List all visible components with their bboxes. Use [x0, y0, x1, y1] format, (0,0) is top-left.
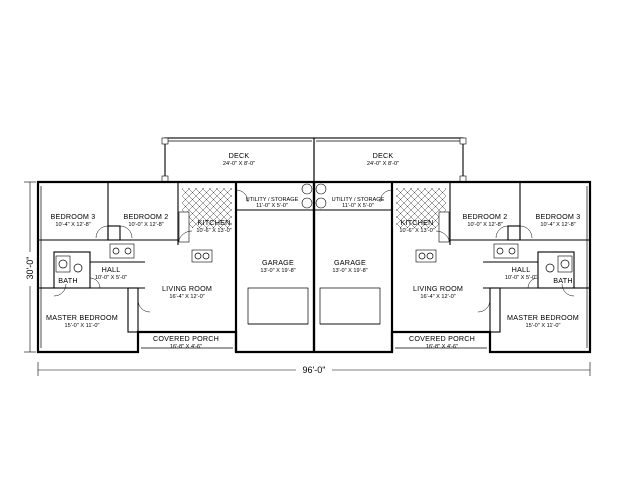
right-living-dim: 16'-4" X 12'-0"	[420, 294, 455, 300]
overall-depth: 30'-0"	[25, 257, 35, 280]
left-garage-name: GARAGE	[262, 258, 294, 267]
right-living-name: LIVING ROOM	[413, 284, 463, 293]
right-utility-name: UTILITY / STORAGE	[332, 197, 385, 203]
left-deck-dim: 24'-0" X 8'-0"	[223, 161, 255, 167]
right-master-name: MASTER BEDROOM	[507, 313, 579, 322]
left-bedroom3-dim: 10'-4" X 12'-8"	[55, 222, 90, 228]
right-porch-dim: 16'-8" X 4'-6"	[426, 344, 458, 350]
right-garage-dim: 13'-0" X 19'-8"	[332, 268, 367, 274]
left-kitchen-name: KITCHEN	[198, 218, 231, 227]
left-master-dim: 15'-0" X 11'-0"	[65, 323, 100, 329]
right-deck-dim: 24'-0" X 8'-0"	[367, 161, 399, 167]
right-bedroom2-name: BEDROOM 2	[463, 212, 508, 221]
left-living-name: LIVING ROOM	[162, 284, 212, 293]
width-dimension: 96'-0"	[37, 362, 591, 376]
depth-dimension: 30'-0"	[24, 181, 36, 353]
left-deck-name: DECK	[229, 151, 250, 160]
left-bath-name: BATH	[58, 276, 77, 285]
left-utility-name: UTILITY / STORAGE	[246, 197, 299, 203]
right-master-dim: 15'-0" X 11'-0"	[526, 323, 561, 329]
right-bedroom3-name: BEDROOM 3	[536, 212, 581, 221]
right-kitchen-dim: 10'-6" X 13'-0"	[399, 228, 434, 234]
right-kitchen-name: KITCHEN	[401, 218, 434, 227]
left-master-name: MASTER BEDROOM	[46, 313, 118, 322]
right-hall-dim: 10'-0" X 5'-0"	[505, 275, 537, 281]
left-bedroom2-name: BEDROOM 2	[124, 212, 169, 221]
left-utility-dim: 11'-0" X 5'-0"	[256, 203, 288, 209]
left-hall-name: HALL	[102, 265, 121, 274]
left-bedroom3-name: BEDROOM 3	[51, 212, 96, 221]
right-bath-name: BATH	[553, 276, 572, 285]
left-porch-dim: 16'-8" X 4'-6"	[170, 344, 202, 350]
left-living-dim: 16'-4" X 12'-0"	[169, 294, 204, 300]
right-bedroom2-dim: 10'-0" X 12'-8"	[467, 222, 502, 228]
right-labels: DECK 24'-0" X 8'-0" UTILITY / STORAGE 11…	[332, 151, 581, 350]
left-garage-dim: 13'-0" X 19'-8"	[260, 268, 295, 274]
right-porch-name: COVERED PORCH	[409, 334, 475, 343]
right-hall-name: HALL	[512, 265, 531, 274]
left-labels: DECK 24'-0" X 8'-0" UTILITY / STORAGE 11…	[46, 151, 299, 350]
left-hall-dim: 10'-0" X 5'-0"	[95, 275, 127, 281]
left-bedroom2-dim: 10'-0" X 12'-8"	[128, 222, 163, 228]
right-garage-name: GARAGE	[334, 258, 366, 267]
right-bedroom3-dim: 10'-4" X 12'-8"	[540, 222, 575, 228]
left-porch-name: COVERED PORCH	[153, 334, 219, 343]
overall-width: 96'-0"	[303, 365, 326, 375]
right-deck-name: DECK	[373, 151, 394, 160]
right-utility-dim: 11'-0" X 5'-0"	[342, 203, 374, 209]
left-kitchen-dim: 10'-6" X 13'-0"	[196, 228, 231, 234]
